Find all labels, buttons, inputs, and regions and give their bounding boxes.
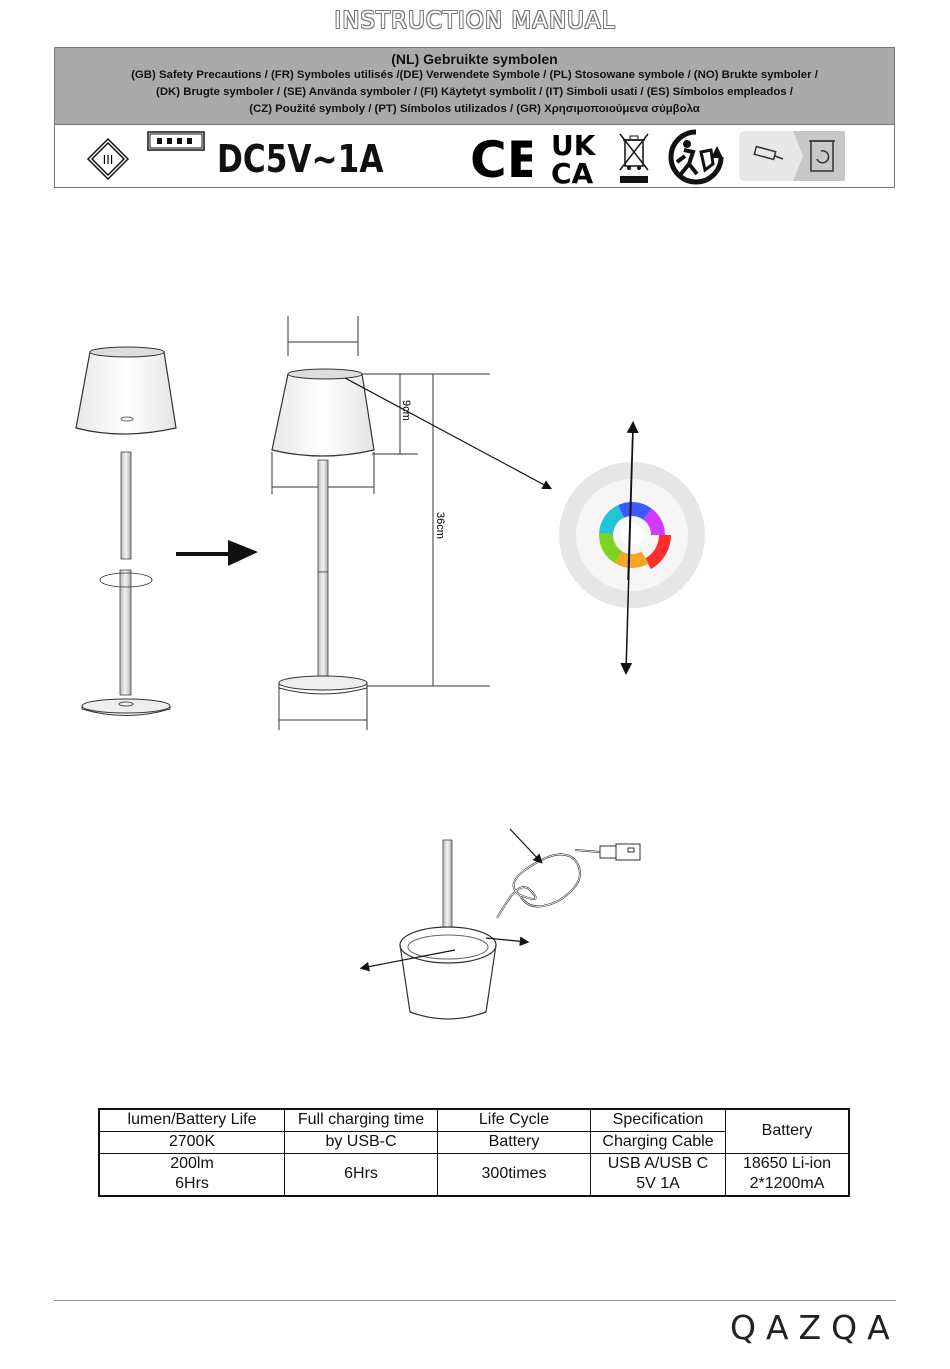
- table-cell: 200lm 6Hrs: [98, 1152, 285, 1197]
- symbols-line-2: (DK) Brugte symboler / (SE) Använda symb…: [156, 86, 793, 98]
- symbols-line-3: (CZ) Použité symboly / (PT) Símbolos uti…: [249, 103, 700, 115]
- table-cell: 2700K: [98, 1130, 285, 1154]
- cell-line: 2*1200mA: [749, 1175, 825, 1193]
- assembled-lamp-drawing: 9cm 36cm: [271, 316, 553, 730]
- symbols-heading: (NL) Gebruikte symbolen: [391, 51, 558, 67]
- ukca-bottom-label: CA: [551, 157, 594, 185]
- cell-line: 6Hrs: [175, 1175, 209, 1193]
- cell-line: 18650 Li-ion: [742, 1155, 832, 1173]
- footer-divider: [54, 1300, 896, 1301]
- cell-line: 200lm: [170, 1155, 214, 1173]
- total-height-label: 36cm: [434, 512, 446, 539]
- table-cell: by USB-C: [284, 1130, 438, 1154]
- table-cell: 18650 Li-ion 2*1200mA: [725, 1152, 850, 1197]
- symbols-header: (NL) Gebruikte symbolen (GB) Safety Prec…: [55, 48, 894, 124]
- table-cell: Battery: [725, 1108, 850, 1154]
- brand-logo: QAZQA: [730, 1308, 900, 1347]
- table-cell: 300times: [437, 1152, 591, 1197]
- symbols-row: III DC5V~1A CE UK CA: [55, 124, 894, 189]
- table-cell: Battery: [437, 1130, 591, 1154]
- led-strip-icon: [147, 131, 205, 151]
- ukca-top-label: UK: [551, 129, 597, 162]
- ukca-mark-icon: UK CA: [551, 129, 597, 185]
- table-cell: lumen/Battery Life: [98, 1108, 285, 1132]
- charging-drawing: [359, 828, 641, 1020]
- class-iii-icon: III: [86, 137, 130, 181]
- table-cell: Specification: [590, 1108, 726, 1132]
- symbols-panel: (NL) Gebruikte symbolen (GB) Safety Prec…: [54, 47, 895, 188]
- color-touch-control: [559, 421, 705, 675]
- power-rating: DC5V~1A: [217, 137, 384, 181]
- table-row: 200lm 6Hrs 6Hrs 300times USB A/USB C 5V 1A…: [98, 1152, 850, 1197]
- symbols-line-1: (GB) Safety Precautions / (FR) Symboles …: [131, 69, 818, 81]
- weee-bin-icon: [619, 133, 649, 183]
- spec-table: lumen/Battery Life Full charging time Li…: [98, 1108, 850, 1197]
- table-cell: USB A/USB C 5V 1A: [590, 1152, 726, 1197]
- table-cell: Life Cycle: [437, 1108, 591, 1132]
- cell-line: 5V 1A: [636, 1175, 680, 1193]
- sorting-recycle-icon: [739, 131, 845, 181]
- table-cell: Charging Cable: [590, 1130, 726, 1154]
- table-row: lumen/Battery Life Full charging time Li…: [98, 1108, 850, 1154]
- lamp-parts-drawing: [75, 346, 177, 716]
- cell-line: USB A/USB C: [607, 1155, 709, 1173]
- table-cell: Full charging time: [284, 1108, 438, 1132]
- table-row: 2700K by USB-C Battery Charging Cable: [98, 1130, 849, 1154]
- triman-recycle-icon: [668, 129, 724, 185]
- ce-mark-icon: CE: [470, 133, 532, 183]
- class-iii-label: III: [103, 152, 114, 167]
- page-title: INSTRUCTION MANUAL: [334, 8, 616, 34]
- assembly-arrow-icon: [176, 540, 258, 566]
- table-cell: 6Hrs: [284, 1152, 438, 1197]
- ce-mark-label: CE: [470, 133, 532, 183]
